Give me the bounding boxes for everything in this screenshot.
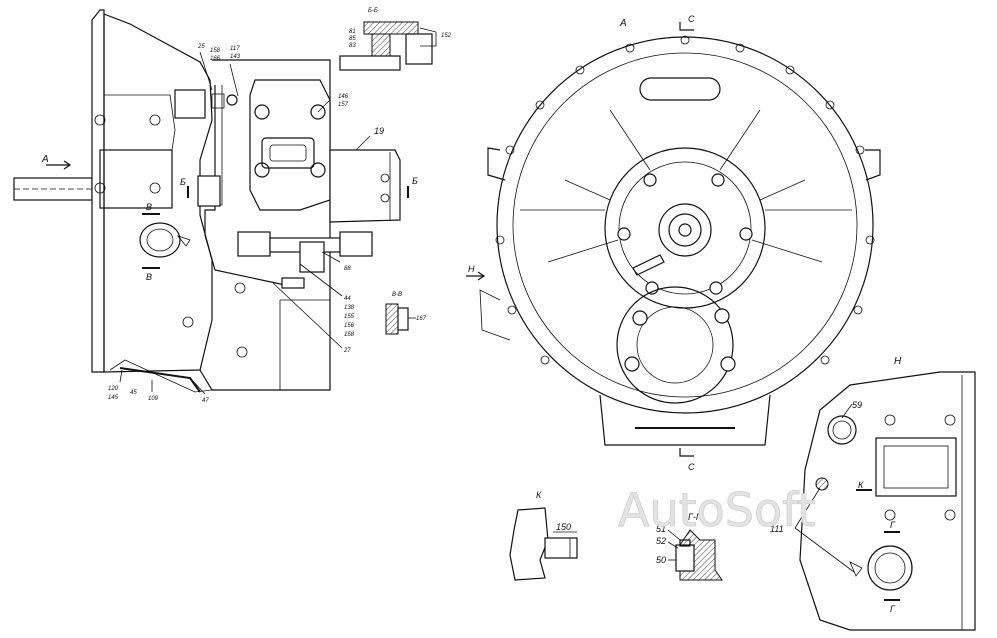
callout-109: 109: [148, 396, 159, 402]
callout-51: 51: [656, 524, 666, 534]
callout-44: 44: [344, 296, 351, 302]
section-gg-title: Г-Г: [688, 512, 702, 522]
mounting-pad: [875, 437, 957, 497]
plug-59: [827, 415, 857, 445]
callout-152: 152: [441, 33, 452, 39]
mounting-holes: [495, 35, 875, 365]
view-h-title: Н: [894, 356, 902, 367]
section-marker-c-bottom: С: [688, 462, 695, 472]
section-vv-title: В-В: [392, 292, 402, 298]
view-arrow-label-a: А: [41, 154, 49, 165]
housing-detail-outline: [799, 371, 976, 631]
callout-120: 120: [108, 386, 119, 392]
section-marker-k: К: [858, 480, 864, 490]
boss-detail: [867, 545, 913, 591]
section-marker-c-top: С: [688, 14, 695, 24]
callout-52: 52: [656, 536, 666, 546]
callout-166: 166: [210, 56, 221, 62]
callout-83: 83: [349, 43, 356, 49]
callout-85: 85: [349, 36, 356, 42]
section-bb-title: Б-Б: [368, 8, 378, 14]
section-marker-g-bottom: Г: [890, 604, 896, 614]
callout-167: 167: [416, 316, 427, 322]
callout-88: 88: [344, 266, 351, 272]
callout-50: 50: [656, 555, 666, 565]
section-bb: Б-Б 81 85 83 152: [339, 8, 452, 71]
view-arrow-label-h: Н: [468, 264, 475, 274]
section-gg: Г-Г 51 52 50: [656, 512, 723, 581]
pto-opening: [616, 286, 734, 404]
callout-146: 146: [338, 94, 349, 100]
callout-157: 157: [338, 102, 349, 108]
callout-47: 47: [202, 398, 209, 404]
pneumatic-valve: [329, 149, 401, 223]
section-marker-b-right: Б: [412, 176, 418, 186]
callout-111: 111: [770, 524, 784, 534]
housing-base: [599, 394, 771, 446]
callout-59: 59: [852, 400, 862, 410]
cylinder-left: [237, 231, 271, 257]
callout-19: 19: [374, 126, 384, 136]
callout-138: 138: [344, 305, 355, 311]
section-marker-b-left: Б: [180, 177, 186, 187]
section-vv: В-В 167: [385, 292, 427, 335]
clutch-housing: [103, 13, 213, 373]
breather-plug: [815, 477, 829, 491]
watermark-text: AutoSoft: [618, 483, 816, 537]
callout-25: 25: [197, 44, 205, 50]
callout-156: 156: [344, 323, 355, 329]
inspection-boss: [139, 222, 181, 258]
section-marker-g-top: Г: [890, 520, 896, 530]
callout-45: 45: [130, 390, 137, 396]
callout-81: 81: [349, 29, 356, 35]
plug-150: [544, 537, 578, 559]
callout-27: 27: [343, 348, 351, 354]
breather-51: [675, 544, 695, 572]
detail-view-h: Н 59 111 К Г Г: [770, 356, 976, 631]
cylinder-right: [339, 231, 373, 257]
section-marker-v-top: В: [146, 202, 152, 212]
housing-fragment-k: [509, 507, 549, 581]
callout-158-top: 158: [210, 48, 221, 54]
callout-155: 155: [344, 314, 355, 320]
view-a-title: А: [619, 18, 627, 29]
callout-158-bottom: 158: [344, 332, 355, 338]
front-flange: [91, 9, 105, 373]
input-shaft-bearing: [658, 203, 712, 257]
callout-150: 150: [556, 522, 571, 532]
gearbox-body: [199, 59, 331, 391]
callout-117: 117: [230, 46, 240, 52]
gearbox-side-view: А Б Б В В 25 158 166 117 143 146 157 19 …: [13, 9, 418, 404]
front-view-a: А С: [466, 14, 881, 472]
callout-143: 143: [230, 54, 241, 60]
view-k-title: К: [536, 490, 542, 500]
callout-145: 145: [108, 395, 119, 401]
detail-view-k: К 150: [509, 490, 578, 581]
section-marker-v-bottom: В: [146, 272, 152, 282]
housing-outer-ring: [496, 36, 874, 414]
